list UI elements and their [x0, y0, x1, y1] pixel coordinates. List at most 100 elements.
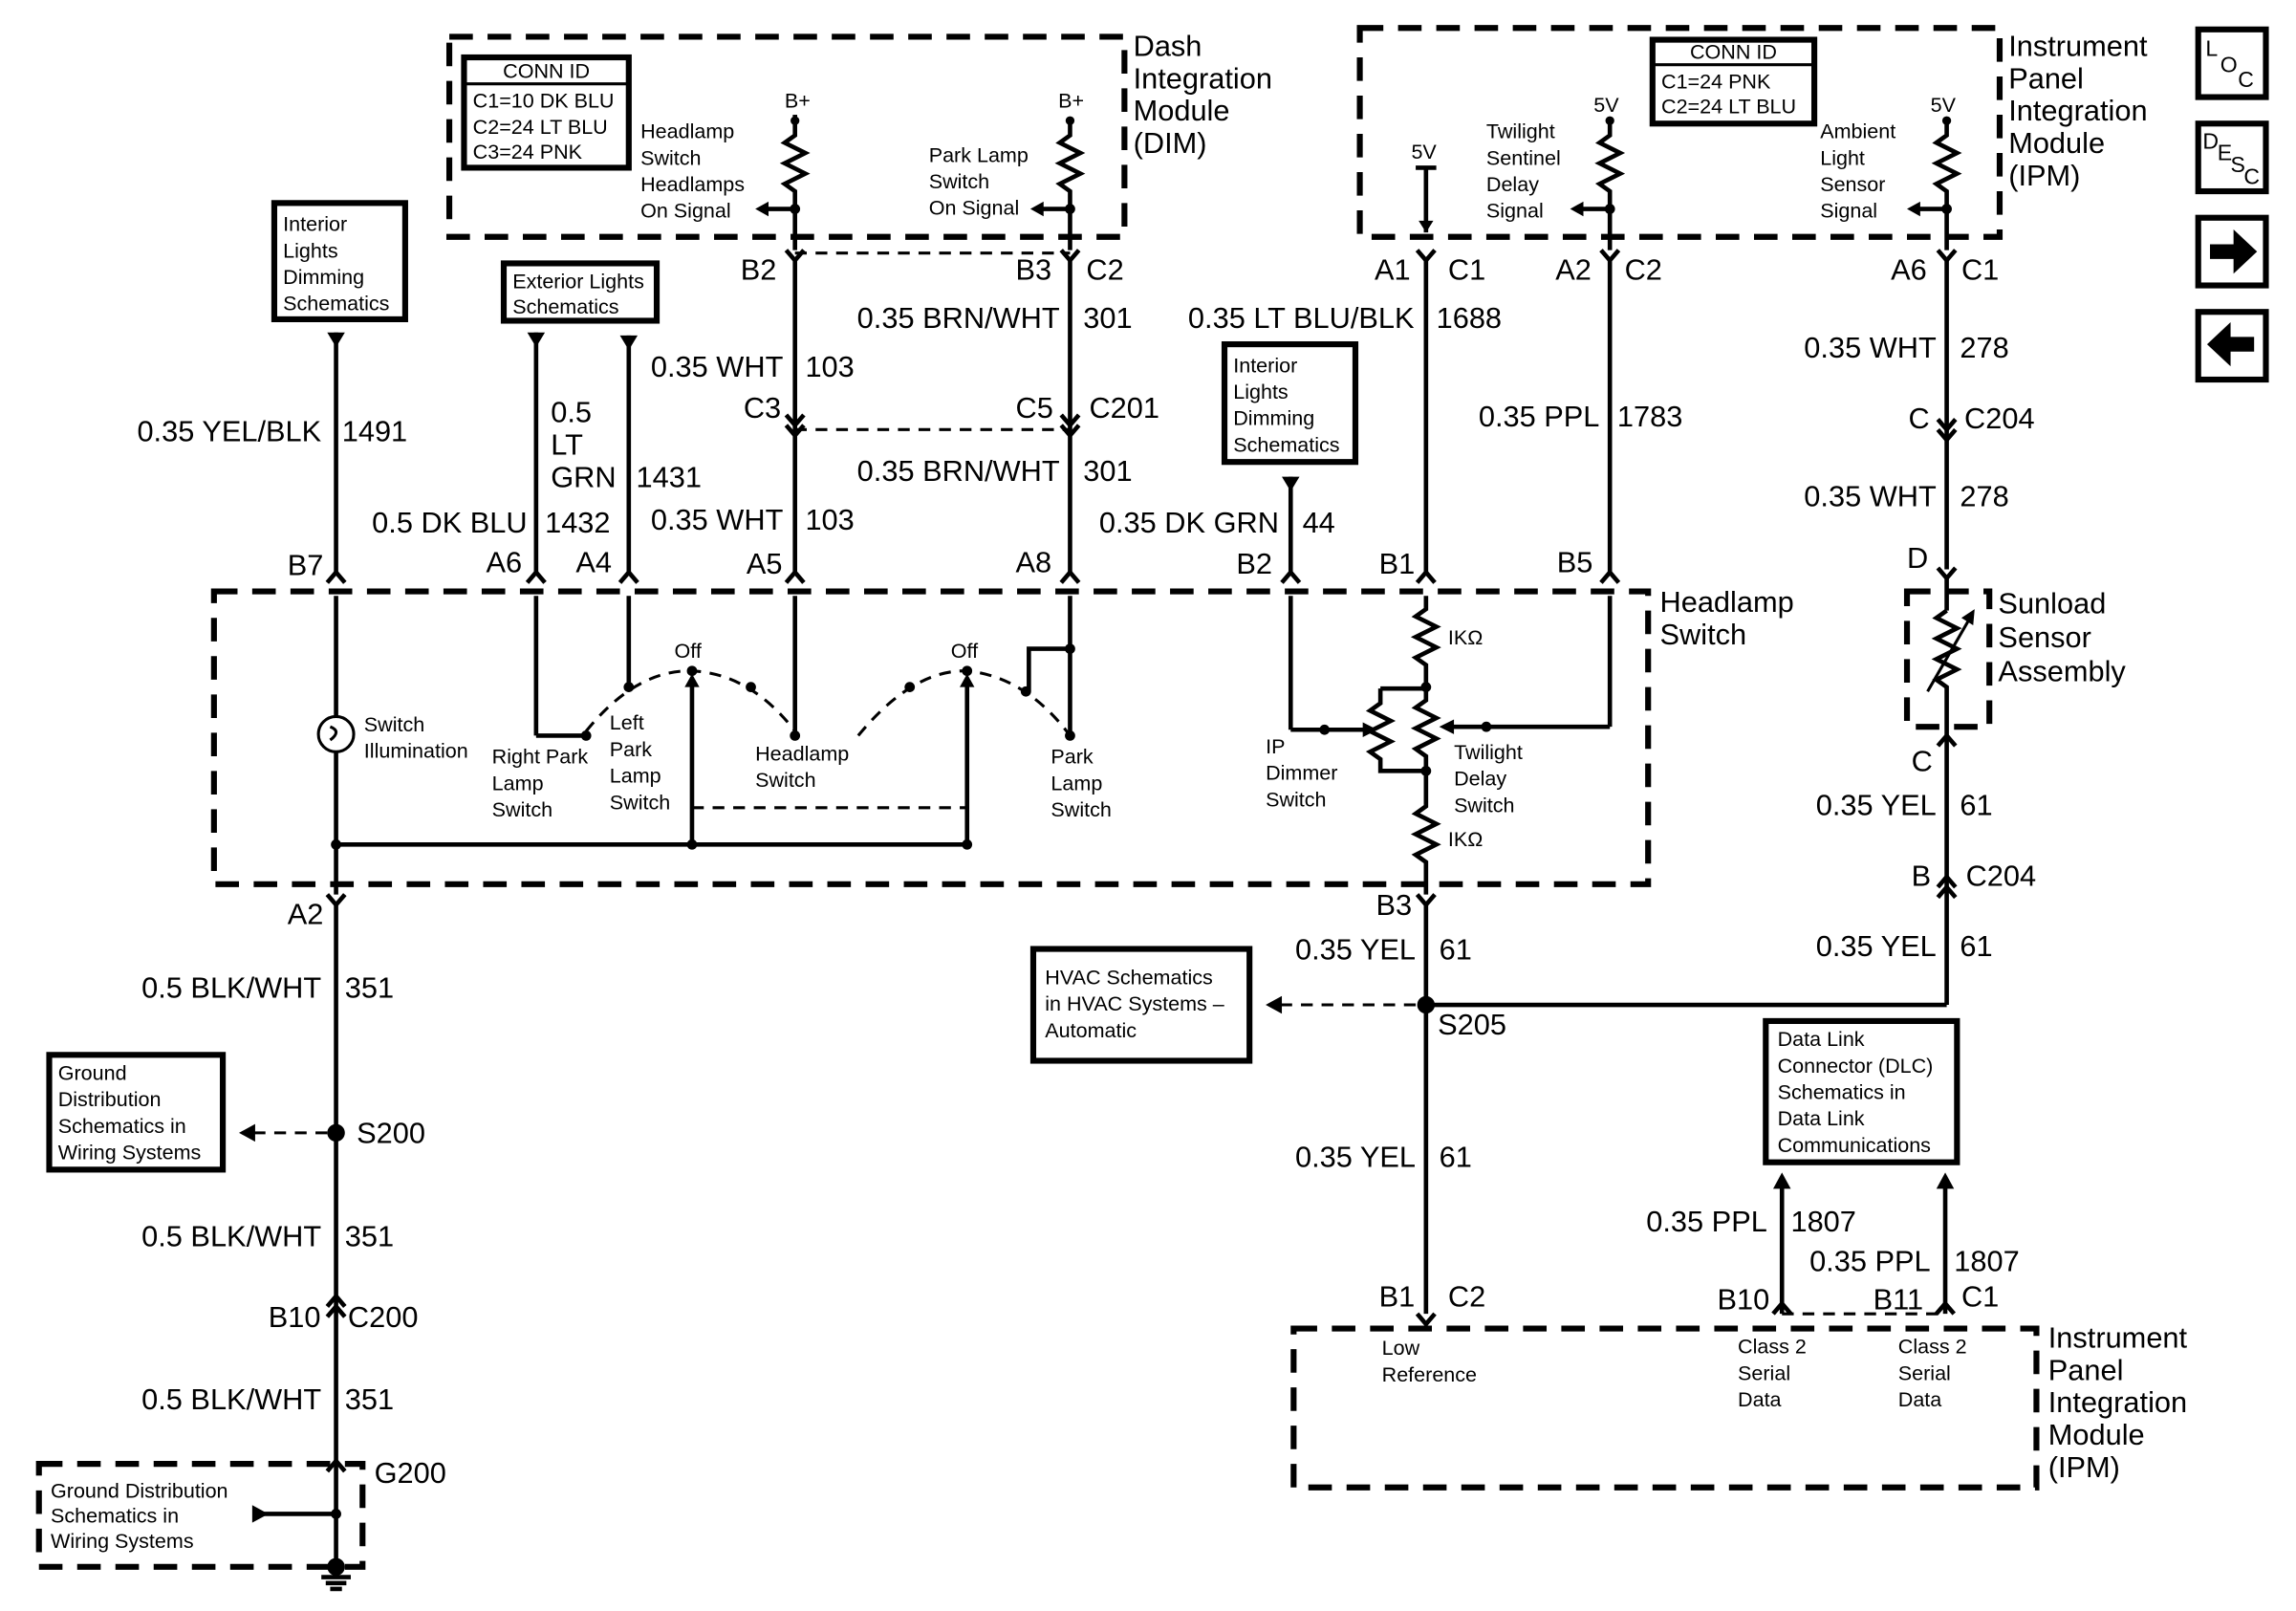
svg-text:Interior Lights Di: Interior Lights Dimming Schematics [1233, 354, 1339, 456]
svg-text:Left Park Lamp: Left Park Lamp Switch [610, 711, 670, 814]
svg-text:0.5 BLK/WHT: 0.5 BLK/WHT [141, 1219, 321, 1252]
svg-text:C2=24 LT BLU: C2=24 LT BLU [1661, 95, 1796, 118]
svg-text:0.35 YEL: 0.35 YEL [1295, 932, 1416, 966]
svg-text:A4: A4 [575, 546, 612, 579]
svg-text:Headlamp Switch He: Headlamp Switch Headlamps On Signal [640, 120, 750, 223]
arrow-right-icon [2210, 229, 2258, 274]
svg-text:0.5: 0.5 [551, 396, 592, 429]
arrow-left-icon [2206, 322, 2255, 367]
dim-module-title: Dash Integration Module (DIM) [1134, 29, 1281, 160]
svg-text:B1: B1 [1379, 547, 1416, 580]
svg-text:Interior Lights Di: Interior Lights Dimming Schematics [283, 213, 389, 316]
conn-id-ipm-box: CONN ID C1=24 PNK C2=24 LT BLU [1649, 36, 1818, 127]
svg-text:351: 351 [345, 1382, 394, 1416]
svg-text:CONN ID: CONN ID [503, 60, 590, 83]
svg-text:0.5 BLK/WHT: 0.5 BLK/WHT [141, 1382, 321, 1416]
ref-ground-distribution[interactable]: Ground Distribution Schematics in Wiring… [46, 1052, 227, 1173]
loc-button[interactable]: L O C [2195, 26, 2269, 100]
sunload-sensor-title: Sunload Sensor Assembly [1998, 587, 2126, 688]
svg-text:1807: 1807 [1790, 1205, 1855, 1238]
desc-button[interactable]: D E S C [2195, 120, 2269, 195]
svg-text:LT: LT [551, 427, 583, 461]
svg-text:A2: A2 [1555, 252, 1592, 286]
svg-text:A2: A2 [288, 897, 324, 930]
svg-text:0.35 WHT: 0.35 WHT [1804, 479, 1937, 512]
prev-page-button[interactable] [2195, 309, 2269, 383]
svg-text:S205: S205 [1438, 1008, 1506, 1041]
ref-exterior-lights[interactable]: Exterior Lights Schematics [500, 260, 661, 324]
svg-text:278: 278 [1960, 479, 2008, 512]
svg-text:B11: B11 [1874, 1283, 1923, 1317]
ipm-5v-supply: 5V [1411, 141, 1437, 233]
svg-text:Right Park Lamp Sw: Right Park Lamp Switch [492, 746, 595, 821]
svg-text:0.35 LT BLU/BLK: 0.35 LT BLU/BLK [1188, 301, 1415, 335]
svg-text:0.35 BRN/WHT: 0.35 BRN/WHT [857, 301, 1060, 335]
svg-text:C204: C204 [1966, 859, 2037, 892]
svg-text:103: 103 [805, 503, 854, 536]
wire-1431 [619, 335, 639, 575]
svg-text:0.35 YEL: 0.35 YEL [1816, 929, 1937, 963]
svg-text:1431: 1431 [636, 460, 701, 493]
svg-text:0.35 YEL/BLK: 0.35 YEL/BLK [137, 415, 321, 448]
svg-text:B10: B10 [1718, 1283, 1770, 1317]
svg-text:0.35 BRN/WHT: 0.35 BRN/WHT [857, 454, 1060, 488]
svg-text:C201: C201 [1089, 391, 1159, 425]
svg-text:D: D [2202, 128, 2219, 153]
headlamp-switch-title: Headlamp Switch [1660, 585, 1803, 651]
ipm-ambient-circuit: 5V Ambient Light Sensor Signal [1820, 94, 1962, 250]
svg-text:B10: B10 [269, 1300, 321, 1334]
svg-text:C2: C2 [1086, 252, 1123, 286]
svg-text:C1: C1 [1961, 1279, 1999, 1313]
svg-text:0.35 PPL: 0.35 PPL [1479, 400, 1600, 433]
svg-text:C2: C2 [1448, 1279, 1485, 1313]
ref-interior-lights-1[interactable]: Interior Lights Dimming Schematics [271, 200, 408, 322]
svg-text:C3=24 PNK: C3=24 PNK [473, 141, 583, 163]
svg-text:C204: C204 [1964, 402, 2035, 435]
ipm-twilight-circuit: 5V Twilight Sentinel Delay Signal [1486, 94, 1626, 250]
svg-text:IP Dimmer Switch: IP Dimmer Switch [1266, 735, 1343, 811]
ref-interior-lights-2[interactable]: Interior Lights Dimming Schematics [1221, 341, 1359, 466]
splice-s200 [239, 1123, 345, 1143]
svg-text:L: L [2205, 35, 2218, 60]
svg-text:0.35 YEL: 0.35 YEL [1816, 789, 1937, 822]
svg-text:O: O [2220, 52, 2238, 76]
svg-text:C2=24 LT BLU: C2=24 LT BLU [473, 116, 608, 139]
svg-text:G200: G200 [375, 1456, 446, 1490]
svg-text:61: 61 [1440, 1140, 1472, 1173]
wire-1491 [327, 332, 345, 575]
svg-text:S: S [2231, 152, 2245, 177]
svg-text:Class 2 Serial Dat: Class 2 Serial Data [1898, 1336, 1973, 1411]
svg-text:103: 103 [805, 350, 854, 383]
svg-text:B1: B1 [1379, 1279, 1416, 1313]
svg-text:D: D [1907, 541, 1928, 575]
svg-text:B3: B3 [1016, 252, 1052, 286]
svg-text:Ground Distribution: Ground Distribution Schematics in Wiring… [58, 1061, 202, 1164]
svg-text:Twilight Sentinel: Twilight Sentinel Delay Signal [1486, 120, 1567, 223]
svg-text:C1: C1 [1961, 252, 1999, 286]
svg-text:61: 61 [1960, 789, 1992, 822]
svg-text:B: B [1912, 859, 1932, 892]
svg-text:0.5 BLK/WHT: 0.5 BLK/WHT [141, 970, 321, 1004]
wire-labels: 0.35 YEL/BLK 1491 0.5 DK BLU 1432 0.5 LT… [137, 301, 2019, 1416]
ref-hvac[interactable]: HVAC Schematics in HVAC Systems – Automa… [1029, 946, 1253, 1064]
svg-text:Twilight Delay Swi: Twilight Delay Switch [1454, 741, 1528, 816]
svg-text:B3: B3 [1376, 888, 1413, 922]
ref-dlc[interactable]: Data Link Connector (DLC) Schematics in … [1763, 1017, 1960, 1165]
svg-text:S200: S200 [357, 1117, 425, 1150]
svg-text:B+: B+ [785, 89, 811, 112]
svg-text:5V: 5V [1593, 94, 1619, 117]
svg-text:0.5 DK BLU: 0.5 DK BLU [372, 506, 527, 539]
svg-text:1688: 1688 [1437, 301, 1502, 335]
svg-text:Headlamp Switch: Headlamp Switch [755, 743, 855, 793]
dimmer-twilight-network: IKΩ IKΩ IP Dimmer Switch Twilight Delay … [1266, 596, 1613, 895]
svg-text:C2: C2 [1625, 252, 1662, 286]
next-page-button[interactable] [2195, 214, 2269, 289]
ipm-bottom-labels: Low Reference Class 2 Serial Data Class … [1382, 1336, 1973, 1411]
svg-text:C3: C3 [744, 391, 781, 425]
svg-text:278: 278 [1960, 331, 2008, 364]
svg-text:0.35 PPL: 0.35 PPL [1809, 1245, 1931, 1278]
svg-text:IKΩ: IKΩ [1448, 626, 1483, 649]
svg-text:301: 301 [1083, 301, 1132, 335]
ref-ground-distribution-2[interactable]: Ground Distribution Schematics in Wiring… [35, 1461, 366, 1570]
svg-text:C: C [1912, 744, 1933, 777]
